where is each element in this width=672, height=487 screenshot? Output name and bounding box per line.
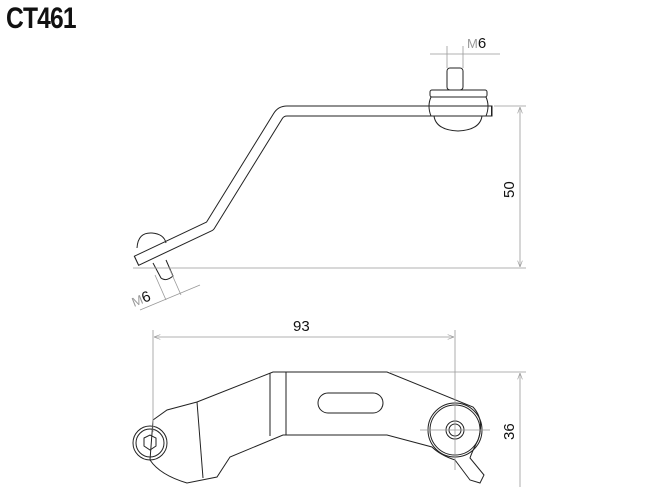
left-bolt-head	[132, 425, 168, 461]
top-bolt-nut	[428, 67, 492, 132]
top-thread-prefix: M	[467, 36, 478, 51]
side-view: M6 M6 50	[129, 35, 526, 311]
top-thread-size: 6	[478, 35, 486, 52]
bottom-thread-prefix: M	[130, 292, 146, 310]
top-view: 93 36	[132, 318, 526, 487]
bracket-top-outline	[149, 371, 485, 484]
width-dimension-label: 93	[293, 318, 310, 335]
slot	[317, 392, 384, 414]
height-dimension-label: 50	[501, 181, 518, 198]
svg-text:M6: M6	[467, 35, 486, 52]
svg-text:M6: M6	[129, 288, 153, 311]
depth-dimension-label: 36	[501, 423, 518, 440]
part-number-title: CT461	[6, 2, 77, 35]
